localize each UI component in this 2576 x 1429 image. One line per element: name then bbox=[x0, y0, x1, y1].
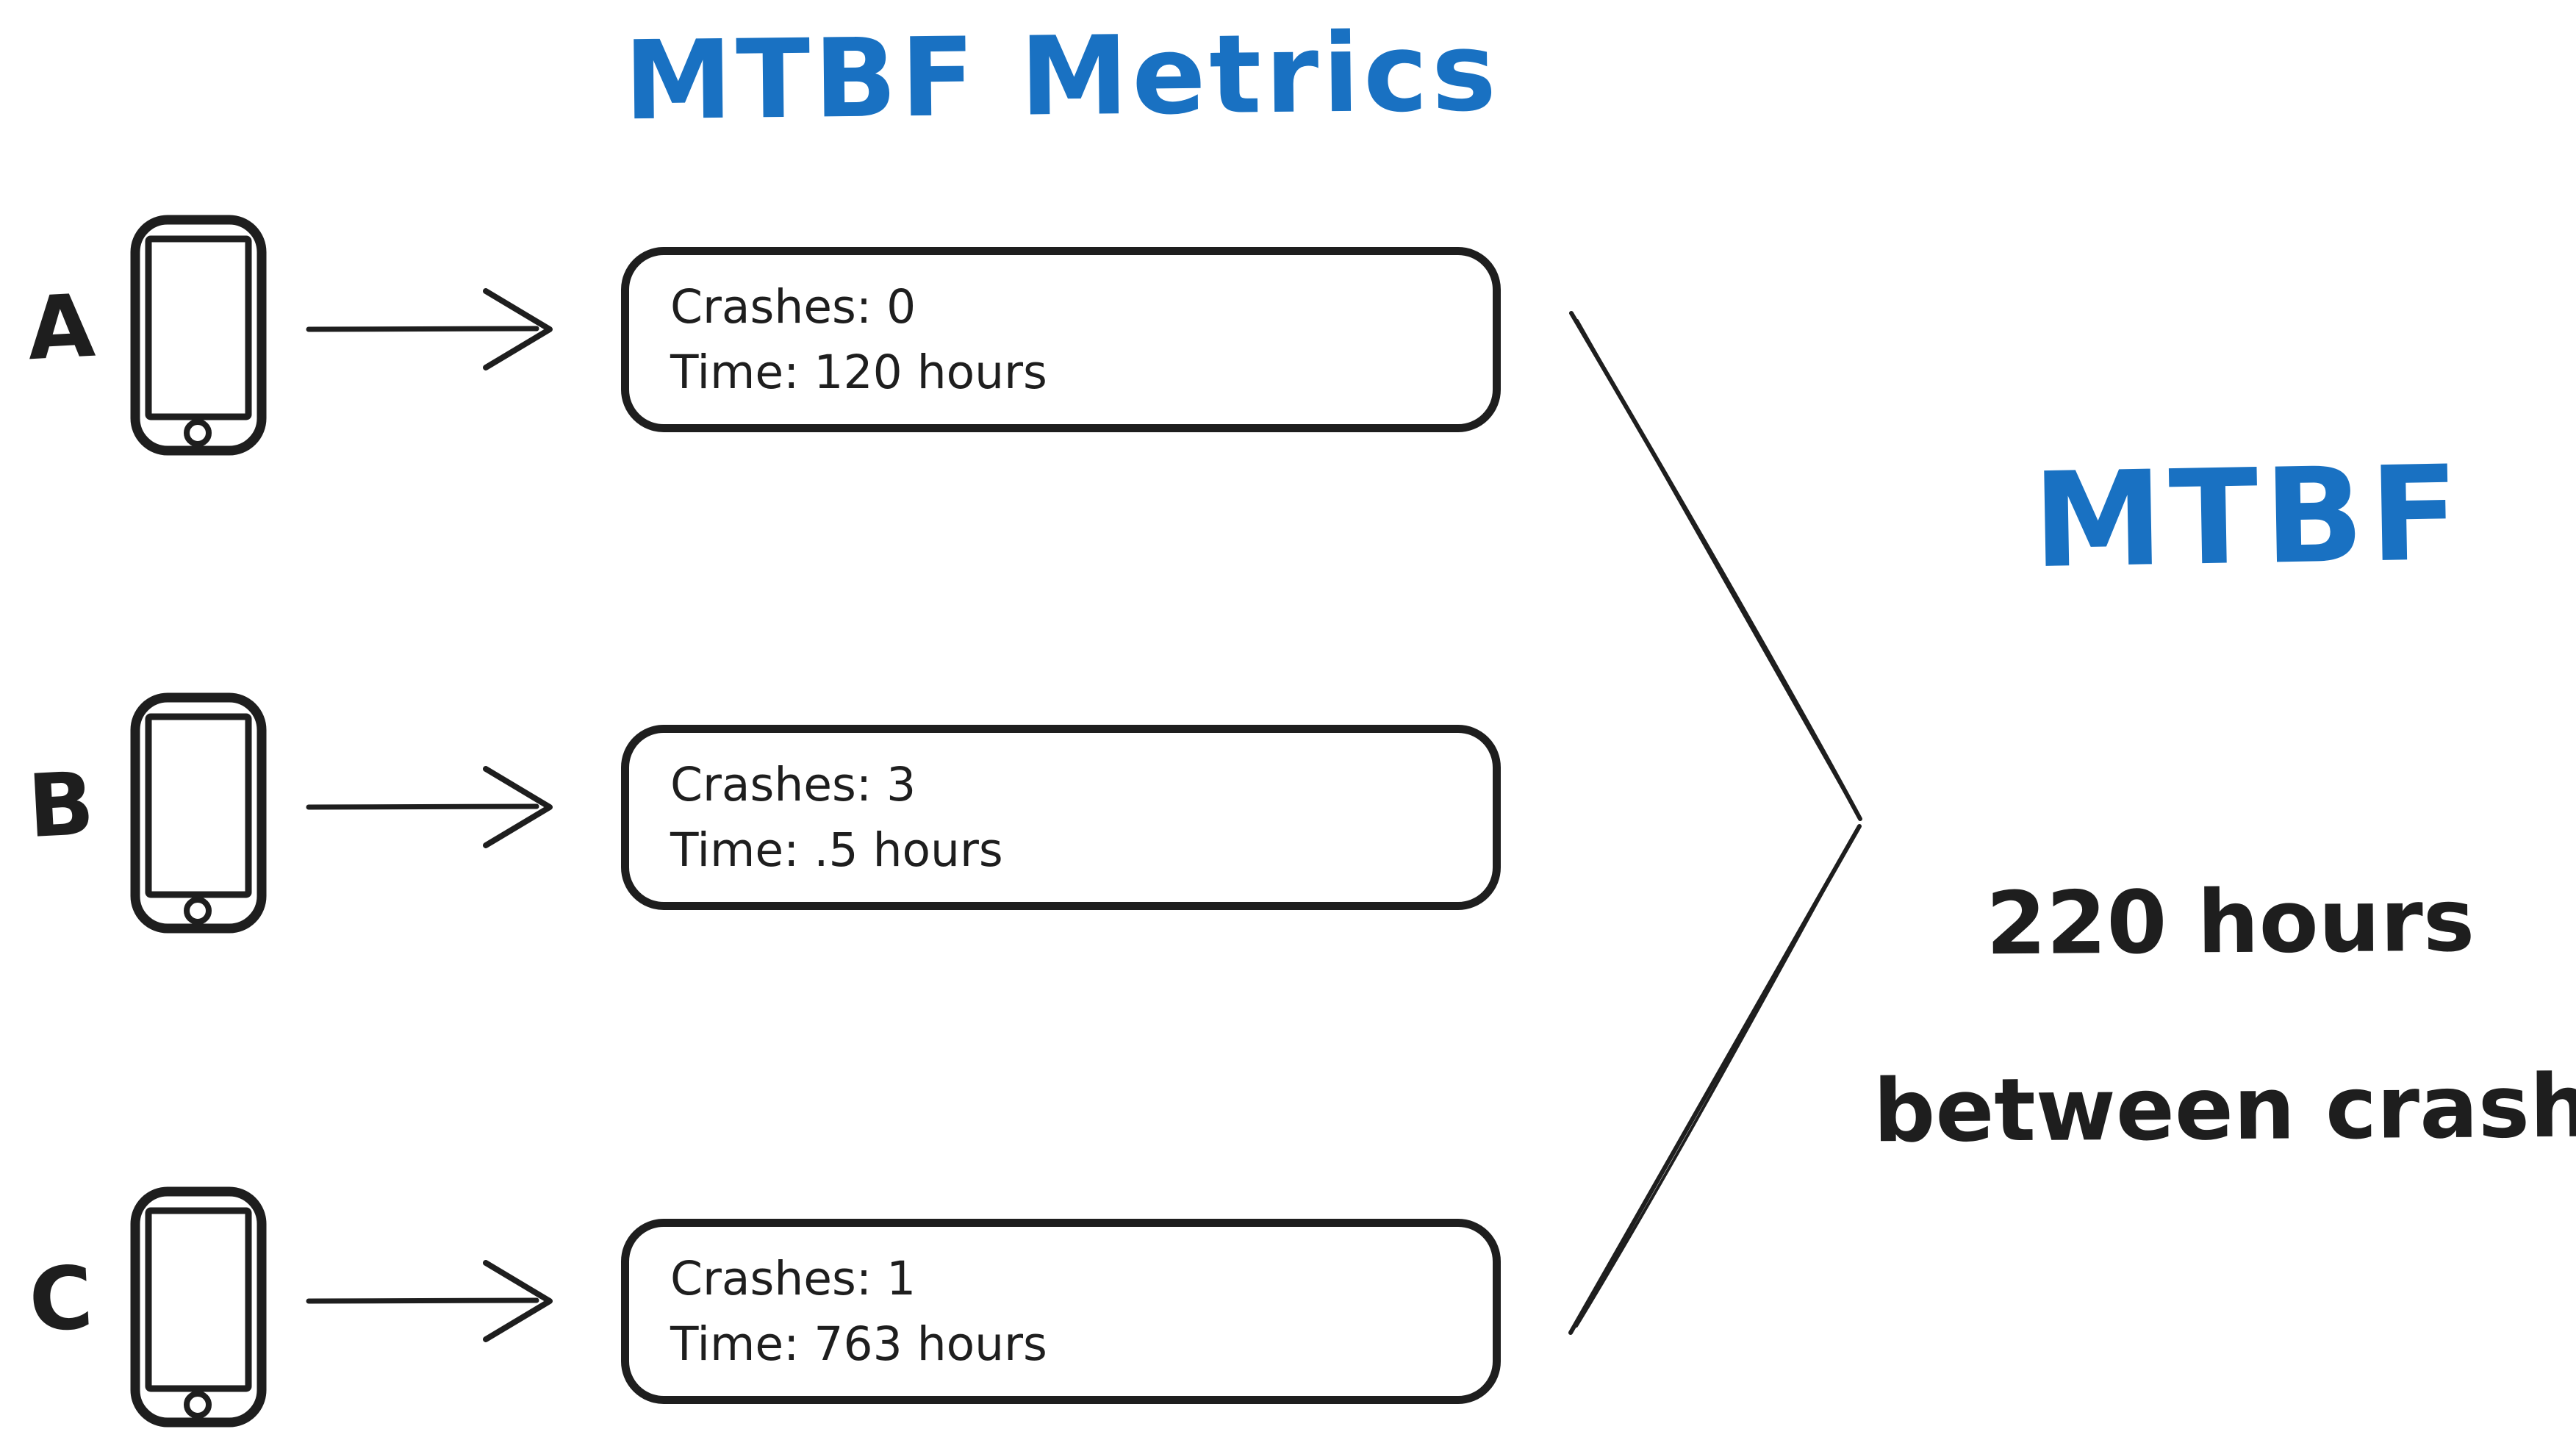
diagram-title: MTBF Metrics bbox=[623, 8, 1501, 145]
device-label-b: B bbox=[25, 752, 97, 858]
metrics-box-c: Crashes: 1 Time: 763 hours bbox=[621, 1219, 1501, 1404]
arrow-right-icon bbox=[303, 1256, 556, 1350]
phone-icon bbox=[129, 215, 268, 460]
phone-icon bbox=[129, 1186, 268, 1429]
crashes-text: Crashes: 1 bbox=[670, 1251, 916, 1306]
metrics-box-a: Crashes: 0 Time: 120 hours bbox=[621, 247, 1501, 432]
arrow-right-icon bbox=[303, 284, 556, 379]
device-row-a: A Crashes: 0 Time: 120 hours bbox=[0, 213, 1543, 463]
time-text: Time: 120 hours bbox=[670, 345, 1047, 399]
phone-icon bbox=[129, 692, 268, 938]
device-label-a: A bbox=[24, 274, 98, 380]
arrow-right-icon bbox=[303, 762, 556, 856]
mtbf-value: 220 hours between crashes bbox=[1871, 827, 2576, 1205]
device-label-c: C bbox=[26, 1246, 96, 1352]
crashes-text: Crashes: 3 bbox=[670, 757, 916, 812]
metrics-box-b: Crashes: 3 Time: .5 hours bbox=[621, 725, 1501, 910]
time-text: Time: 763 hours bbox=[670, 1317, 1047, 1371]
mtbf-value-line2: between crashes bbox=[1873, 1054, 2576, 1162]
time-text: Time: .5 hours bbox=[670, 823, 1003, 877]
device-row-b: B Crashes: 3 Time: .5 hours bbox=[0, 691, 1543, 941]
crashes-text: Crashes: 0 bbox=[670, 279, 916, 334]
mtbf-heading: MTBF bbox=[2031, 437, 2466, 598]
device-row-c: C Crashes: 1 Time: 763 hours bbox=[0, 1185, 1543, 1429]
converge-chevron-icon bbox=[1543, 300, 1889, 1350]
mtbf-value-line1: 220 hours bbox=[1985, 869, 2475, 975]
